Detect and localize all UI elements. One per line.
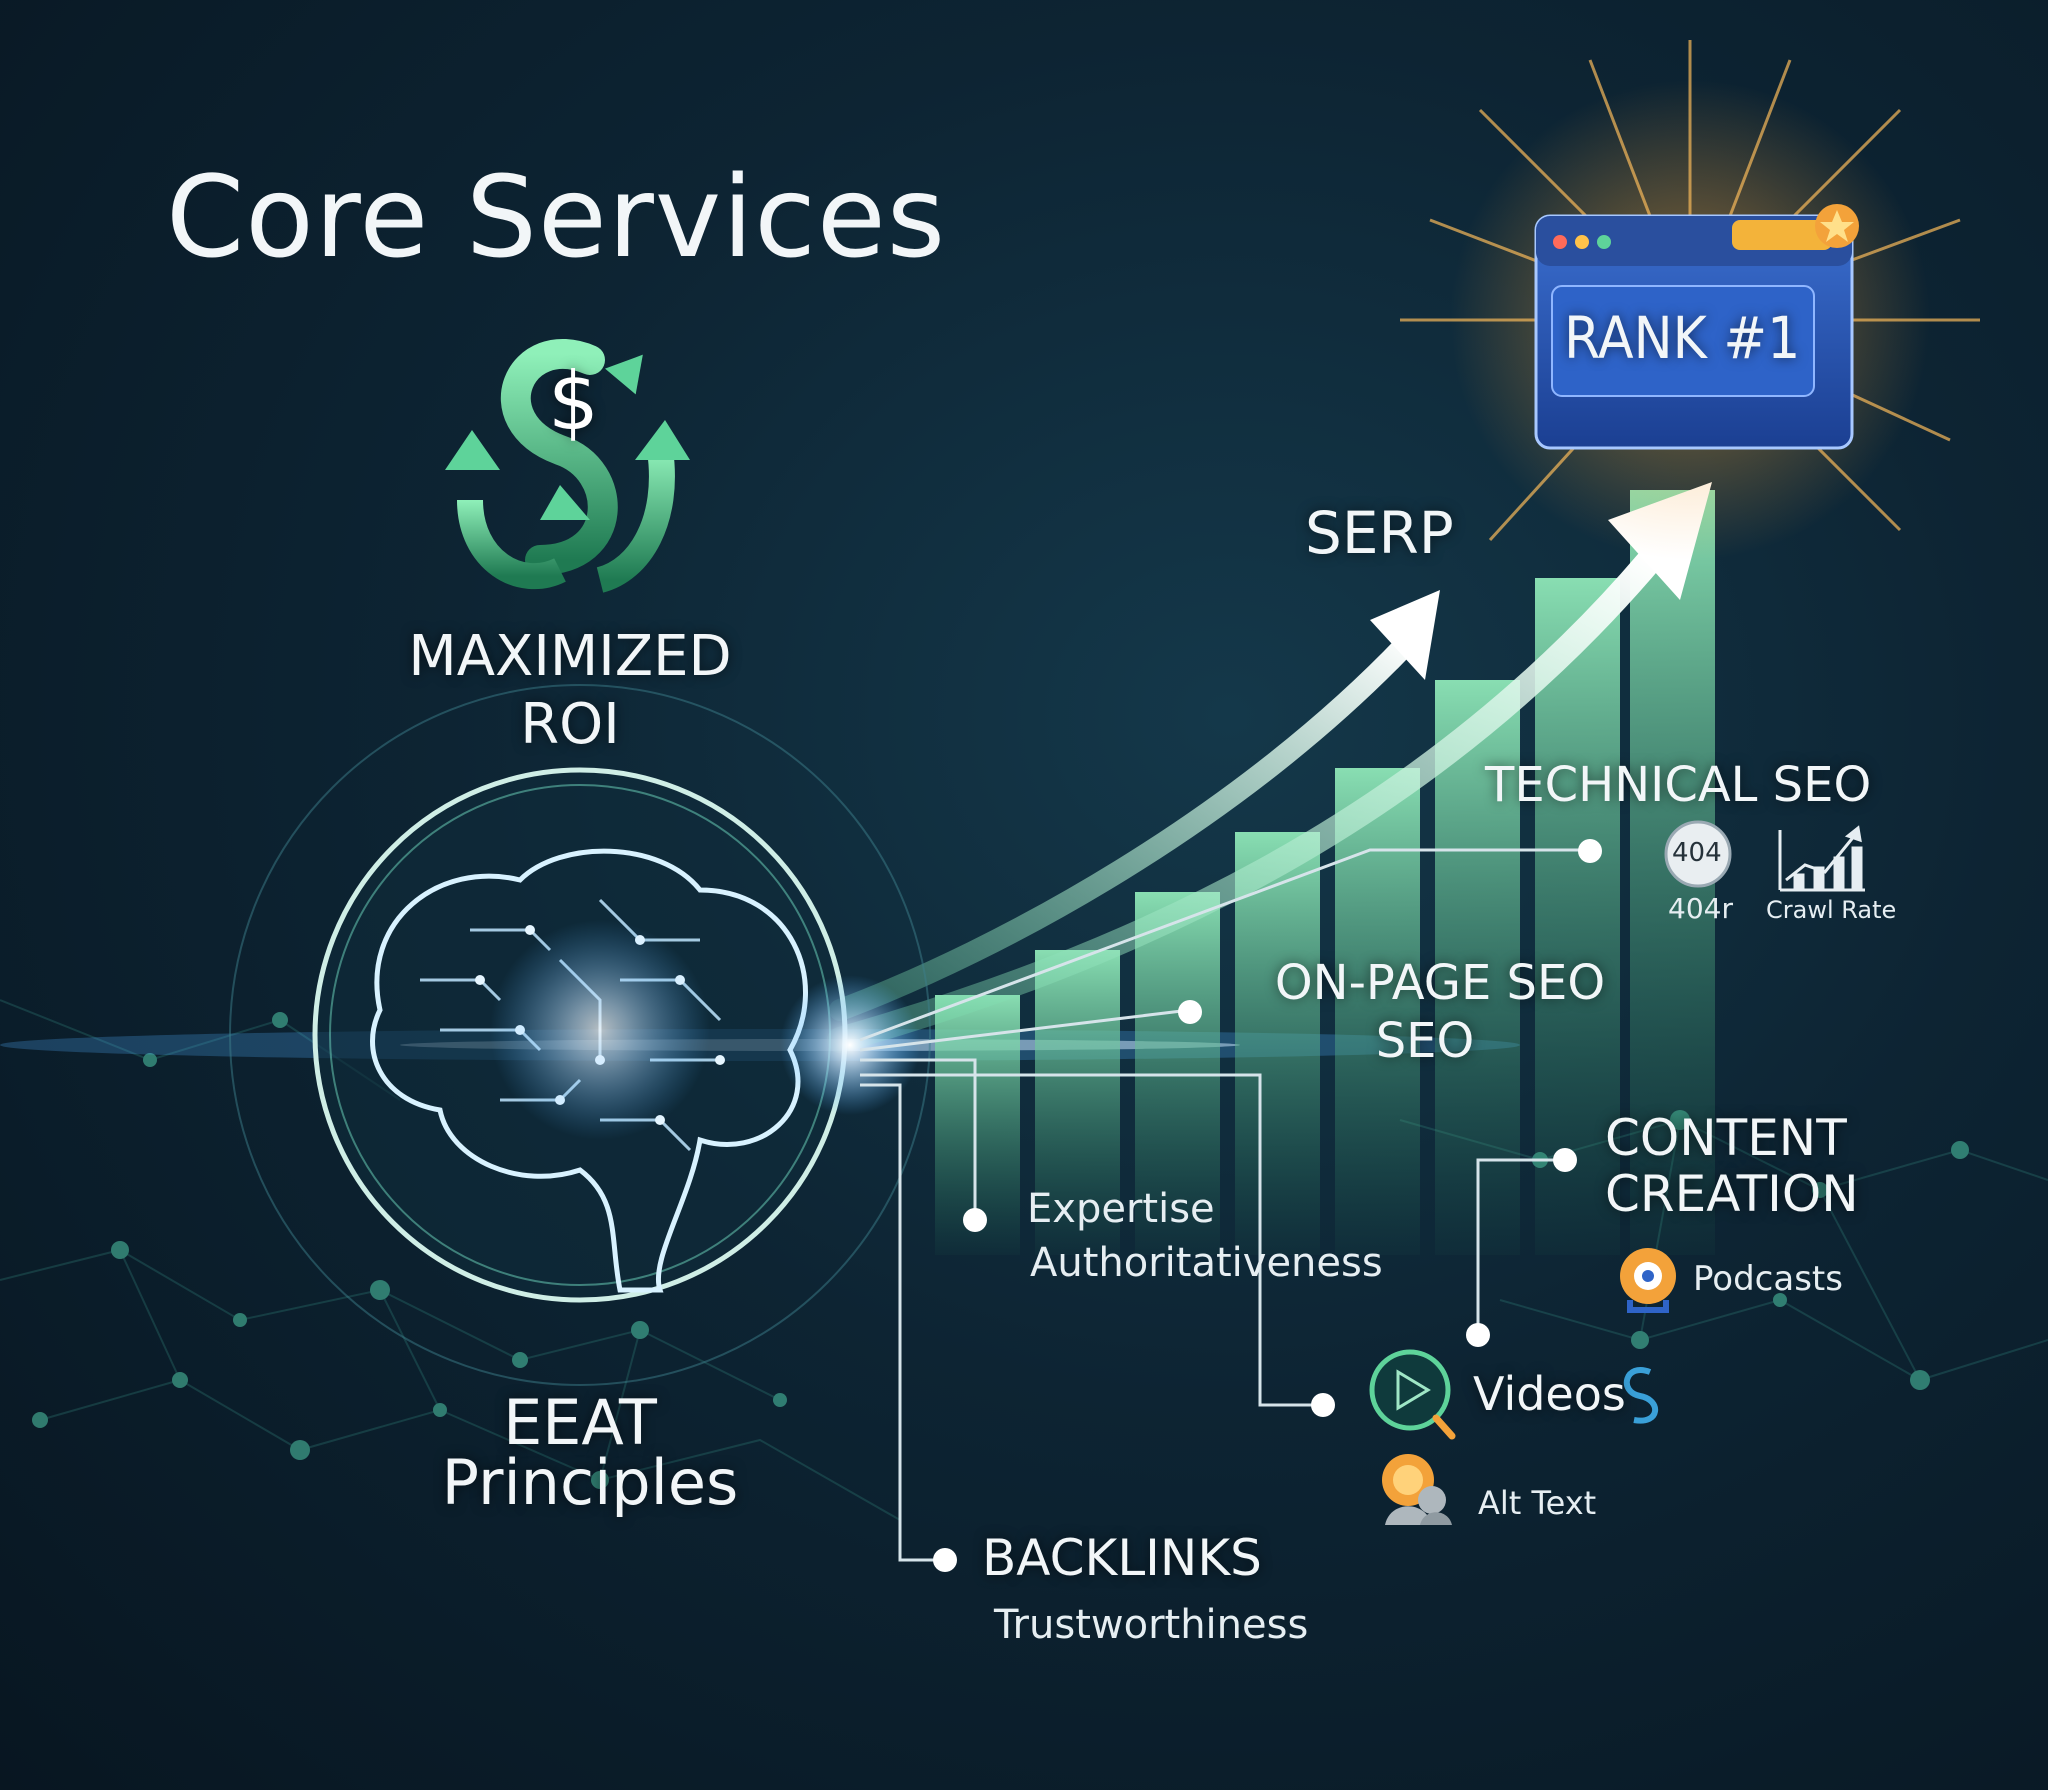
roi-label-line1: MAXIMIZED [408,624,732,689]
connector-lines [859,848,1590,1562]
authoritativeness-label: Authoritativeness [1030,1240,1383,1286]
backlinks-title: BACKLINKS [982,1529,1262,1587]
dollar-growth-icon [445,339,690,593]
error-404-icon-label: 404 [1672,838,1722,868]
crawl-rate-caption: Crawl Rate [1766,896,1897,924]
content-creation-line1: CONTENT [1605,1109,1847,1167]
error-404-caption: 404r [1668,892,1733,925]
dollar-sign-icon: $ [548,355,599,448]
crawl-rate-chart-icon [1778,825,1865,892]
on-page-seo-line2: SEO [1375,1013,1475,1069]
video-search-icon [1369,1349,1456,1440]
technical-seo-title: TECHNICAL SEO [1485,757,1872,813]
alt-text-label: Alt Text [1478,1484,1597,1522]
trustworthiness-label: Trustworthiness [994,1602,1309,1648]
connector-dots [933,839,1602,1572]
serp-label: SERP [1305,499,1454,567]
content-creation-line2: CREATION [1605,1165,1859,1223]
rank-badge-label: RANK #1 [1564,304,1801,372]
eeat-label-line1: EEAT [503,1386,657,1459]
browser-window-graphic [1534,204,1859,450]
on-page-seo-line1: ON-PAGE SEO [1274,955,1606,1011]
roi-label-line2: ROI [520,692,620,757]
brain-emblem [229,684,931,1386]
growth-bar [1535,578,1620,1255]
growth-bar [1235,832,1320,1255]
videos-label: Videos [1473,1367,1626,1421]
podcast-icon [1620,1248,1676,1313]
page-title: Core Services [166,153,947,283]
growth-bar [1335,768,1420,1255]
expertise-label: Expertise [1027,1186,1215,1232]
growth-arrow-small [829,590,1440,1021]
seo-s-icon [1623,1367,1659,1424]
alt-text-person-icon [1382,1454,1452,1525]
eeat-label-line2: Principles [441,1446,739,1519]
rank-browser-window: RANK #1 [1532,186,1862,454]
growth-bar [1035,950,1120,1255]
error-404-icon [1664,820,1732,888]
podcasts-label: Podcasts [1693,1259,1843,1299]
